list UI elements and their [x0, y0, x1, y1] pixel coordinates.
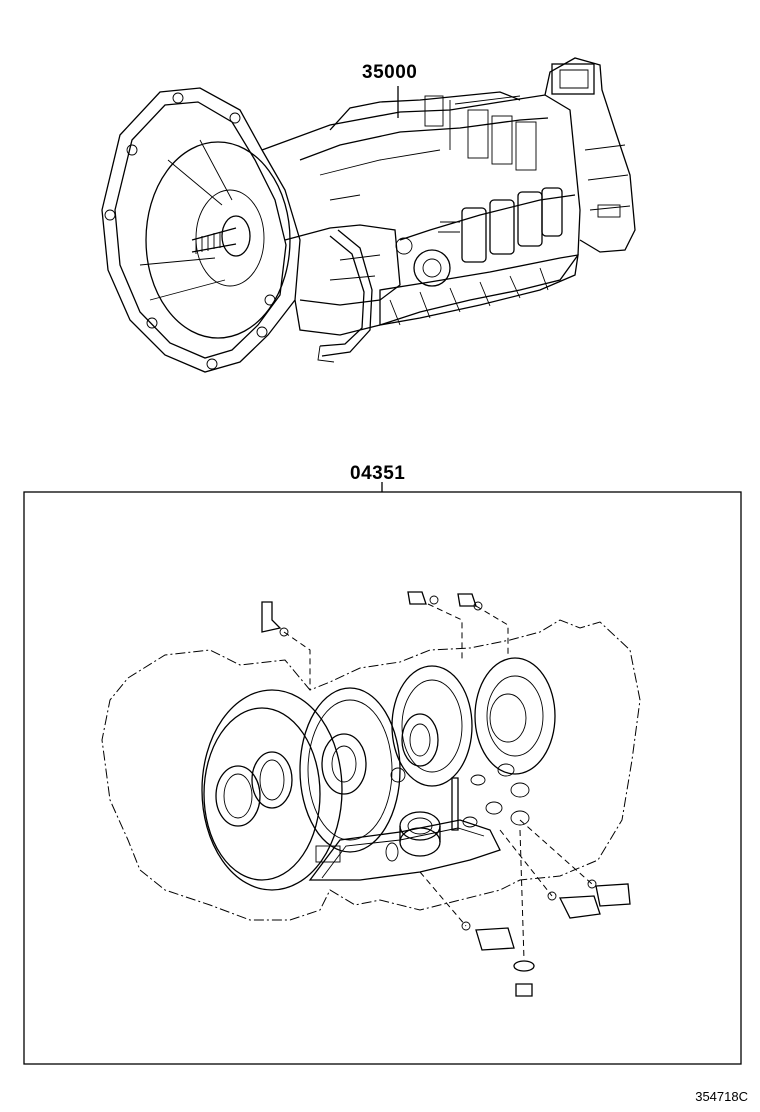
- diagram-id-label: 354718C: [695, 1089, 748, 1104]
- part-number-transmission[interactable]: 35000: [362, 62, 418, 83]
- transmission-assembly-illustration[interactable]: [101, 57, 636, 373]
- gasket-kit-box[interactable]: [23, 482, 742, 1065]
- kit-transmission-outline: [101, 619, 641, 921]
- part-number-gasket-kit[interactable]: 04351: [350, 463, 406, 484]
- kit-components: [201, 591, 631, 997]
